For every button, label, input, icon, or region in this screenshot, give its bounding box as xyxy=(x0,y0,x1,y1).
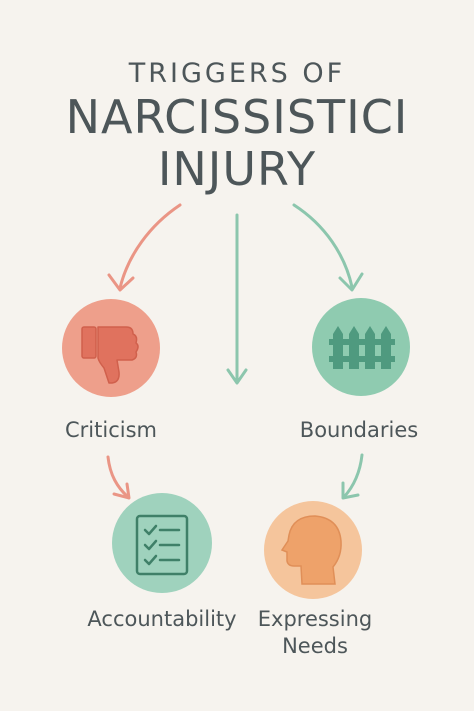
arrow-head-criticism xyxy=(107,273,135,292)
checklist-icon xyxy=(135,514,189,576)
expressing-needs-label-line-1: Expressing xyxy=(257,607,373,631)
arrow-to-boundaries xyxy=(292,203,354,289)
arrow-head-accountability xyxy=(112,482,131,500)
criticism-node xyxy=(62,299,160,397)
arrow-head-expressing-needs xyxy=(341,481,360,500)
expressing-needs-node xyxy=(264,501,362,599)
fence-icon xyxy=(329,326,395,369)
expressing-needs-label-line-2: Needs xyxy=(282,634,348,658)
arrow-to-criticism xyxy=(118,203,182,290)
arrow-head-boundaries xyxy=(338,272,364,292)
title-line-3: INJURY xyxy=(157,142,317,196)
accountability-circle xyxy=(112,493,212,593)
title-line-1: TRIGGERS OF xyxy=(128,58,346,89)
accountability-label: Accountability xyxy=(87,607,237,631)
boundaries-circle xyxy=(312,298,410,396)
thumbs-down-icon xyxy=(81,326,139,384)
head-profile-icon xyxy=(280,515,342,585)
boundaries-node xyxy=(312,298,410,396)
arrow-head-center xyxy=(226,368,248,385)
title-line-2: NARCISSISTICI xyxy=(65,90,409,144)
criticism-label: Criticism xyxy=(65,418,157,442)
boundaries-label: Boundaries xyxy=(299,418,419,442)
arrow-to-accountability xyxy=(106,455,130,499)
accountability-node xyxy=(112,493,212,593)
arrow-to-expressing-needs xyxy=(342,453,364,499)
